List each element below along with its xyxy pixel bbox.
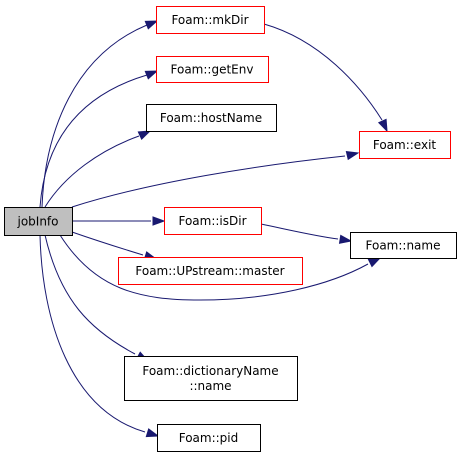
edge-jobinfo-to-mkdir (41, 20, 159, 208)
arrow-head-icon (338, 234, 353, 244)
edge-line (39, 74, 148, 208)
nodes-layer: jobInfo Foam::mkDirFoam::getEnvFoam::host… (4, 6, 457, 452)
node-isdir[interactable]: Foam::isDir (164, 207, 262, 235)
node-label: Foam::name (366, 239, 441, 253)
edge-jobinfo-to-getenv (39, 70, 159, 208)
arrow-head-icon (137, 130, 152, 141)
node-jobinfo: jobInfo (4, 207, 73, 236)
arrow-head-icon (377, 118, 388, 133)
node-box (164, 207, 262, 235)
edge-line (39, 234, 146, 433)
node-box (118, 257, 303, 285)
edge-jobinfo-to-isdir (72, 216, 166, 226)
node-label: Foam::UPstream::master (135, 264, 284, 278)
node-exit[interactable]: Foam::exit (359, 131, 451, 159)
node-box (146, 104, 277, 132)
edge-mkdir-to-exit (263, 23, 388, 133)
edge-line (71, 155, 346, 208)
arrow-head-icon (367, 257, 382, 268)
edge-line (41, 24, 148, 208)
node-box (156, 6, 265, 34)
edge-jobinfo-to-pid (39, 234, 160, 438)
node-hostname: Foam::hostName (146, 104, 277, 132)
arrow-head-icon (345, 150, 360, 161)
edge-line (71, 231, 144, 256)
edge-jobinfo-to-exit (71, 150, 360, 208)
edge-jobinfo-to-master (71, 231, 158, 261)
node-box (156, 56, 269, 83)
arrow-head-icon (144, 20, 159, 30)
edge-line (59, 234, 369, 301)
edge-line (44, 234, 136, 355)
node-label: ::name (189, 379, 231, 393)
node-label: jobInfo (16, 215, 58, 229)
node-label: Foam::pid (179, 431, 239, 445)
node-label: Foam::getEnv (171, 63, 254, 77)
edge-jobinfo-to-dictname (44, 234, 150, 362)
node-box (4, 207, 73, 236)
node-box (350, 232, 457, 259)
node-box (359, 131, 451, 159)
edge-line (263, 23, 383, 121)
edge-line (44, 135, 140, 208)
edge-line (260, 223, 339, 240)
node-box (157, 424, 261, 452)
node-label: Foam::dictionaryName (142, 364, 278, 378)
node-name: Foam::name (350, 232, 457, 259)
node-getenv[interactable]: Foam::getEnv (156, 56, 269, 83)
node-label: Foam::exit (373, 138, 437, 152)
node-label: Foam::mkDir (171, 13, 248, 27)
node-pid: Foam::pid (157, 424, 261, 452)
node-dictname: Foam::dictionaryName::name (124, 356, 298, 401)
node-mkdir[interactable]: Foam::mkDir (156, 6, 265, 34)
node-master[interactable]: Foam::UPstream::master (118, 257, 303, 285)
arrow-head-icon (145, 428, 160, 438)
edge-isdir-to-name (260, 223, 353, 244)
node-label: Foam::hostName (160, 111, 262, 125)
node-box (124, 356, 298, 401)
node-label: Foam::isDir (178, 214, 246, 228)
arrow-head-icon (152, 216, 166, 226)
arrow-head-icon (144, 70, 159, 80)
edge-jobinfo-to-hostname (44, 130, 152, 208)
